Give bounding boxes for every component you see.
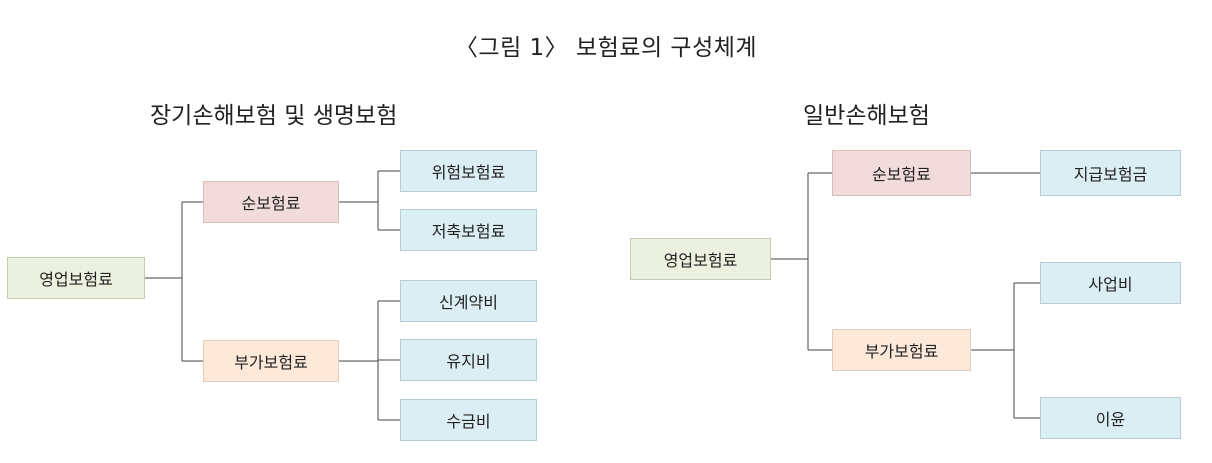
left-diagram-heading: 장기손해보험 및 생명보험	[150, 103, 398, 129]
left-node-saving-premium: 저축보험료	[400, 209, 537, 251]
left-node-risk-premium: 위험보험료	[400, 150, 537, 192]
right-node-claims-paid: 지급보험금	[1040, 150, 1181, 196]
left-node-maintenance-cost: 유지비	[400, 339, 537, 381]
left-node-loading-premium: 부가보험료	[203, 340, 339, 382]
left-node-collection-cost: 수금비	[400, 399, 537, 441]
figure-title: 〈그림 1〉 보험료의 구성체계	[454, 35, 758, 61]
right-node-gross-premium: 영업보험료	[630, 238, 771, 280]
left-node-gross-premium: 영업보험료	[7, 257, 145, 299]
right-node-profit: 이윤	[1040, 397, 1181, 439]
left-node-new-contract-cost: 신계약비	[400, 280, 537, 322]
right-node-net-premium: 순보험료	[832, 150, 971, 196]
left-node-net-premium: 순보험료	[203, 181, 339, 223]
right-diagram-heading: 일반손해보험	[803, 103, 930, 129]
right-node-expense: 사업비	[1040, 262, 1181, 304]
right-node-loading-premium: 부가보험료	[832, 329, 971, 371]
